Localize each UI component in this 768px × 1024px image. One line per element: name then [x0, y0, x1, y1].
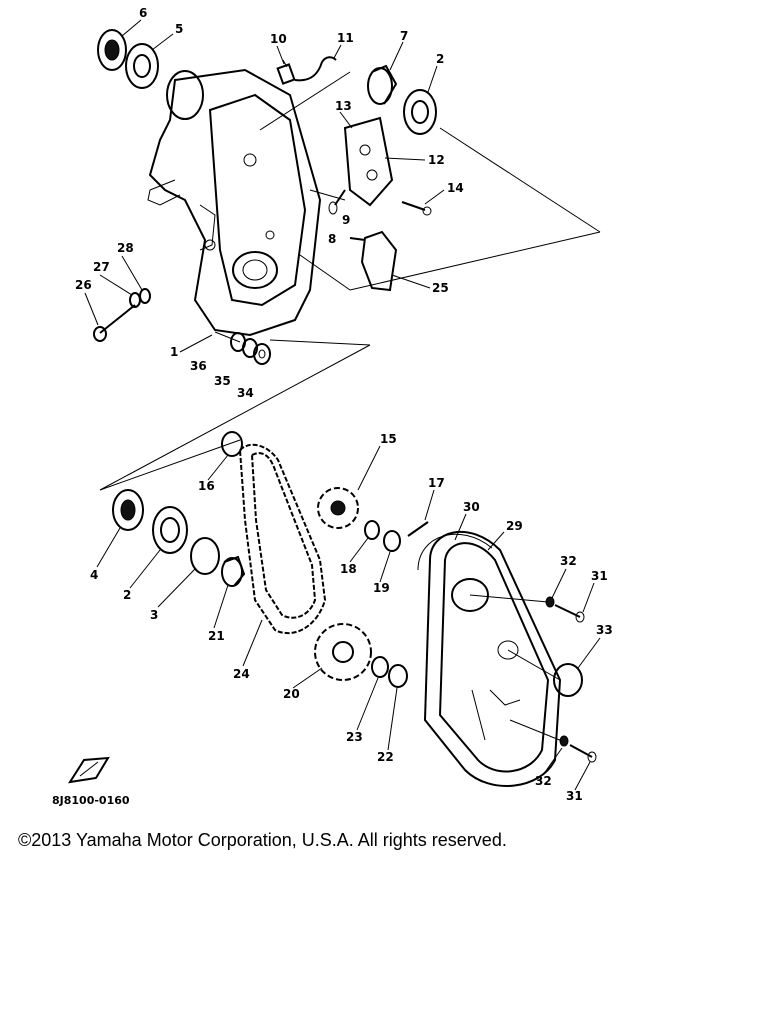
callout-27: 27 [93, 260, 110, 274]
diagram-code: 8J8100-0160 [52, 794, 130, 807]
reference-lines-lower [99, 439, 563, 742]
front-arrow-icon [67, 756, 110, 784]
callout-34: 34 [237, 386, 254, 400]
bolt-31-lower [569, 744, 597, 763]
callout-24: 24 [233, 667, 250, 681]
callout-17: 17 [428, 476, 445, 490]
reference-lines-upper [99, 71, 601, 491]
callout-11: 11 [337, 31, 354, 45]
callout-23: 23 [346, 730, 363, 744]
chain-case-cover-29 [423, 531, 562, 787]
cap-33 [553, 663, 583, 697]
switch-10 [276, 59, 296, 85]
bolt-14 [401, 201, 432, 216]
callout-3: 3 [150, 608, 158, 622]
washer-28 [139, 288, 151, 304]
callout-16: 16 [198, 479, 215, 493]
collar-7 [367, 64, 398, 105]
callout-26: 26 [75, 278, 92, 292]
callout-21: 21 [208, 629, 225, 643]
callout-22: 22 [377, 750, 394, 764]
bearing-4 [112, 489, 144, 531]
collar-16 [221, 431, 243, 457]
bolt-31-upper [554, 604, 585, 623]
bearing-5 [125, 43, 159, 89]
collar-21 [221, 555, 246, 587]
callout-labels: 6 5 10 11 7 2 13 12 14 9 8 25 28 27 26 1… [75, 6, 613, 803]
callout-13: 13 [335, 99, 352, 113]
nut-22 [388, 664, 408, 688]
callout-7: 7 [400, 29, 408, 43]
callout-12: 12 [428, 153, 445, 167]
callout-10: 10 [270, 32, 287, 46]
bolt-26 [93, 304, 136, 342]
bolt-8-washer-9 [328, 189, 346, 215]
nut-19 [383, 530, 401, 552]
cotter-pin-17 [407, 521, 429, 537]
bearing-2-upper [403, 89, 437, 135]
callout-4: 4 [90, 568, 98, 582]
drive-sprocket-15 [317, 487, 359, 529]
callout-28: 28 [117, 241, 134, 255]
callout-2-upper: 2 [436, 52, 444, 66]
callout-2-lower: 2 [123, 588, 131, 602]
callout-29: 29 [506, 519, 523, 533]
washer-35 [242, 338, 258, 358]
callout-1: 1 [170, 345, 178, 359]
callout-25: 25 [432, 281, 449, 295]
tensioner-plate-12 [343, 116, 394, 207]
copyright-notice: ©2013 Yamaha Motor Corporation, U.S.A. A… [18, 830, 507, 850]
callout-19: 19 [373, 581, 390, 595]
washer-32-lower [559, 735, 569, 747]
callout-15: 15 [380, 432, 397, 446]
callout-20: 20 [283, 687, 300, 701]
callout-31-lower: 31 [566, 789, 583, 803]
circlip-3 [190, 537, 220, 575]
callout-33: 33 [596, 623, 613, 637]
callout-30: 30 [463, 500, 480, 514]
bearing-2-lower [152, 506, 188, 554]
callout-32-upper: 32 [560, 554, 577, 568]
washer-23 [371, 656, 389, 678]
gasket-30 [417, 533, 493, 571]
oil-seal-6 [97, 29, 127, 71]
wire-11 [294, 56, 337, 82]
nut-34 [253, 343, 271, 365]
callout-5: 5 [175, 22, 183, 36]
callout-9: 9 [342, 213, 350, 227]
callout-6: 6 [139, 6, 147, 20]
drive-chain-24 [238, 443, 327, 635]
callout-18: 18 [340, 562, 357, 576]
callout-36: 36 [190, 359, 207, 373]
washer-18 [364, 520, 380, 540]
callout-14: 14 [447, 181, 464, 195]
callout-leaders [84, 19, 601, 791]
tensioner-shoe-25 [349, 230, 398, 292]
chain-case-housing [147, 68, 322, 337]
exploded-parts-diagram: 6 5 10 11 7 2 13 12 14 9 8 25 28 27 26 1… [67, 6, 613, 803]
driven-sprocket-20 [314, 623, 372, 681]
callout-32-lower: 32 [535, 774, 552, 788]
callout-8: 8 [328, 232, 336, 246]
callout-31-upper: 31 [591, 569, 608, 583]
callout-35: 35 [214, 374, 231, 388]
